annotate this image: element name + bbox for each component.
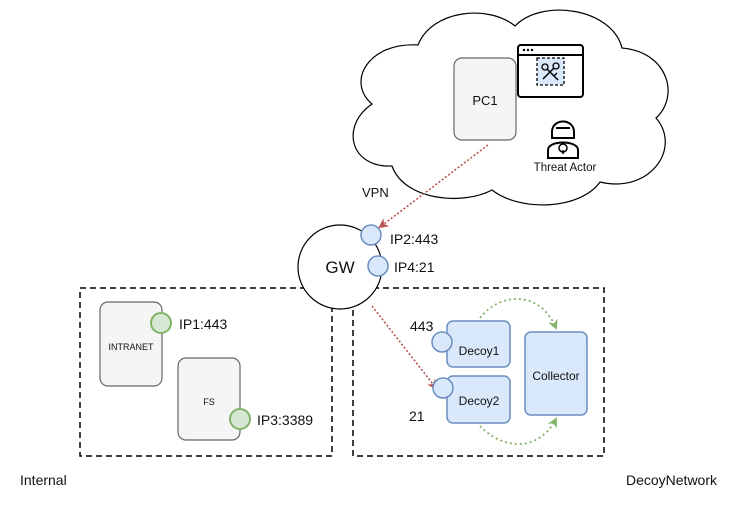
fs-port[interactable] xyxy=(229,408,251,430)
fs-label: FS xyxy=(203,397,215,407)
decoy1-node[interactable]: Decoy1 xyxy=(446,320,511,368)
decoy2-port-label: 21 xyxy=(409,408,425,424)
decoy2-node[interactable]: Decoy2 xyxy=(446,375,511,424)
pc1-label: PC1 xyxy=(472,93,497,108)
decoy2-label: Decoy2 xyxy=(459,394,500,408)
decoy1-port[interactable] xyxy=(431,331,453,353)
intranet-server[interactable]: INTRANET xyxy=(99,301,163,387)
hacker-icon xyxy=(547,120,579,159)
browser-with-keys-icon xyxy=(517,44,584,98)
gw-port-ip2-label: IP2:443 xyxy=(390,231,438,247)
vpn-label: VPN xyxy=(362,185,389,200)
decoy1-label: Decoy1 xyxy=(459,344,500,358)
decoy2-to-collector-arrow xyxy=(479,417,557,445)
decoy1-to-collector-arrow xyxy=(479,298,558,330)
decoy-zone-label: DecoyNetwork xyxy=(626,472,718,488)
gw-port-ip4-label: IP4:21 xyxy=(394,259,435,275)
fs-port-label: IP3:3389 xyxy=(257,412,313,428)
gw-to-decoy2-arrow xyxy=(371,305,438,390)
internal-zone xyxy=(79,287,333,457)
internal-zone-label: Internal xyxy=(20,472,67,488)
gw-port-ip4[interactable] xyxy=(367,255,389,277)
threat-actor-label: Threat Actor xyxy=(534,162,597,174)
intranet-port-label: IP1:443 xyxy=(179,316,227,332)
collector-node[interactable]: Collector xyxy=(524,331,588,416)
gateway-label: GW xyxy=(325,258,354,277)
pc1-server[interactable]: PC1 xyxy=(453,57,517,141)
intranet-port[interactable] xyxy=(150,312,172,334)
vpn-attack-arrow xyxy=(378,144,489,229)
gateway[interactable]: GW xyxy=(297,224,383,310)
intranet-label: INTRANET xyxy=(109,342,155,352)
gw-port-ip2[interactable] xyxy=(360,224,382,246)
decoy2-port[interactable] xyxy=(432,377,454,399)
decoy1-port-label: 443 xyxy=(410,318,434,334)
fs-server[interactable]: FS xyxy=(177,357,241,441)
decoy-zone xyxy=(352,287,605,457)
collector-label: Collector xyxy=(532,369,579,383)
